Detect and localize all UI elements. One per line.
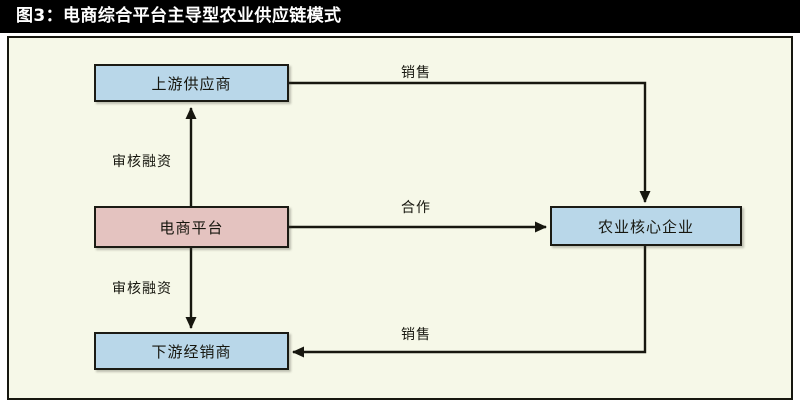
connector-layer: [185, 81, 651, 358]
edge-core-to-downstream: [292, 246, 647, 358]
diagram-canvas: 上游供应商 电商平台 下游经销商 农业核心企业 审核融资 审核融资 销售 合作 …: [7, 36, 793, 400]
edge-label-upstream-to-core: 销售: [401, 65, 431, 81]
node-upstream-supplier[interactable]: 上游供应商: [94, 64, 289, 102]
page-title: 图3：电商综合平台主导型农业供应链模式: [16, 6, 342, 26]
edge-label-platform-to-upstream: 审核融资: [112, 154, 172, 170]
edge-upstream-to-core: [289, 81, 651, 203]
node-agricultural-core-enterprise[interactable]: 农业核心企业: [550, 206, 742, 246]
node-ecommerce-platform-label: 电商平台: [159, 218, 224, 237]
node-downstream-distributor[interactable]: 下游经销商: [94, 332, 289, 370]
edge-label-platform-to-core: 合作: [401, 200, 431, 216]
node-agricultural-core-enterprise-label: 农业核心企业: [597, 217, 694, 236]
node-downstream-distributor-label: 下游经销商: [151, 342, 232, 361]
node-ecommerce-platform[interactable]: 电商平台: [94, 206, 289, 248]
title-bar: 图3：电商综合平台主导型农业供应链模式: [0, 0, 800, 33]
edge-label-platform-to-downstream: 审核融资: [112, 281, 172, 297]
node-upstream-supplier-label: 上游供应商: [151, 74, 232, 93]
edge-label-core-to-downstream: 销售: [401, 327, 431, 343]
